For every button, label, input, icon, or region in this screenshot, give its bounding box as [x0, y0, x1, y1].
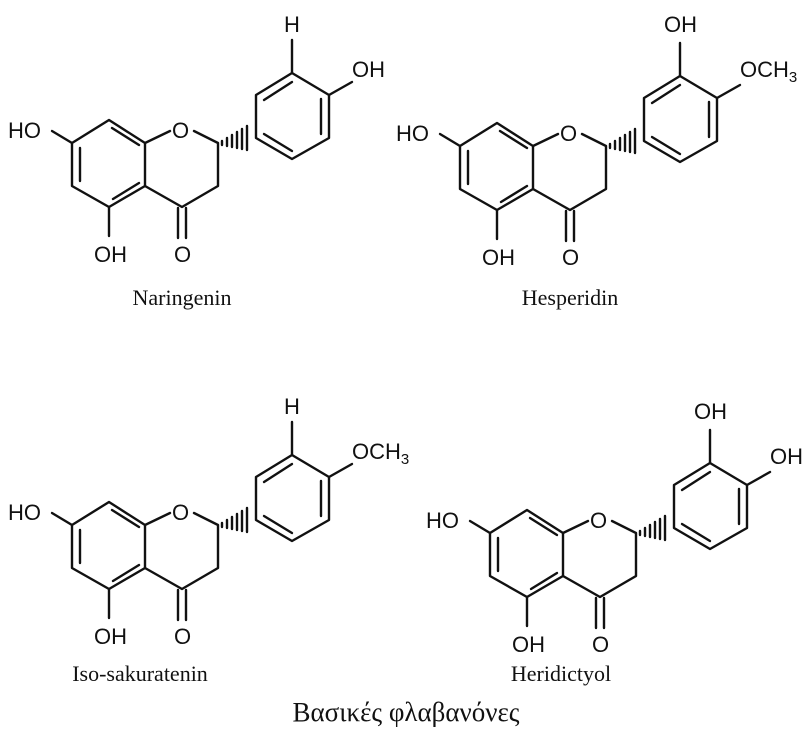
label-ring-oxygen: O	[172, 118, 189, 143]
figure-caption: Βασικές φλαβανόνες	[292, 697, 519, 727]
label-carbonyl-oxygen: O	[174, 242, 191, 267]
label-ring-oxygen: O	[590, 508, 607, 533]
label-4-prime-substituent: OCH3	[352, 439, 409, 468]
label-5-hydroxy: OH	[94, 624, 127, 649]
label-7-hydroxy: HO	[396, 121, 429, 146]
label-5-hydroxy: OH	[94, 242, 127, 267]
label-5-hydroxy: OH	[512, 632, 545, 657]
molecule-name: Iso-sakuratenin	[72, 661, 208, 686]
label-5-hydroxy: OH	[482, 245, 515, 270]
label-3-prime-substituent: H	[284, 12, 300, 37]
molecule-iso-sakuratenin: HO O OH O H OCH3 Iso-sakuratenin	[8, 394, 409, 686]
molecule-hesperidin: HO O OH O OH OCH3 Hesperidin	[396, 12, 797, 310]
methoxy-text: OCH	[352, 439, 401, 464]
label-4-prime-substituent: OH	[770, 444, 803, 469]
label-carbonyl-oxygen: O	[592, 632, 609, 657]
methoxy-text: OCH	[740, 57, 789, 82]
structure-lines	[468, 428, 772, 630]
label-4-prime-substituent: OCH3	[740, 57, 797, 86]
structure-lines	[50, 420, 354, 622]
label-carbonyl-oxygen: O	[174, 624, 191, 649]
label-3-prime-substituent: OH	[694, 399, 727, 424]
molecule-name: Hesperidin	[522, 285, 619, 310]
label-3-prime-substituent: OH	[664, 12, 697, 37]
label-3-prime-substituent: H	[284, 394, 300, 419]
label-7-hydroxy: HO	[426, 508, 459, 533]
structure-lines	[438, 41, 742, 243]
label-carbonyl-oxygen: O	[562, 245, 579, 270]
label-ring-oxygen: O	[560, 121, 577, 146]
structure-lines	[50, 38, 354, 240]
label-7-hydroxy: HO	[8, 500, 41, 525]
label-7-hydroxy: HO	[8, 118, 41, 143]
molecule-name: Naringenin	[133, 285, 232, 310]
label-4-prime-substituent: OH	[352, 57, 385, 82]
label-ring-oxygen: O	[172, 500, 189, 525]
molecule-naringenin: HO O OH O H OH Naringenin	[8, 12, 385, 310]
molecule-name: Heridictyol	[511, 661, 611, 686]
methoxy-subscript: 3	[401, 451, 409, 468]
molecule-heridictyol: HO O OH O OH OH Heridictyol	[426, 399, 803, 686]
methoxy-subscript: 3	[789, 69, 797, 86]
